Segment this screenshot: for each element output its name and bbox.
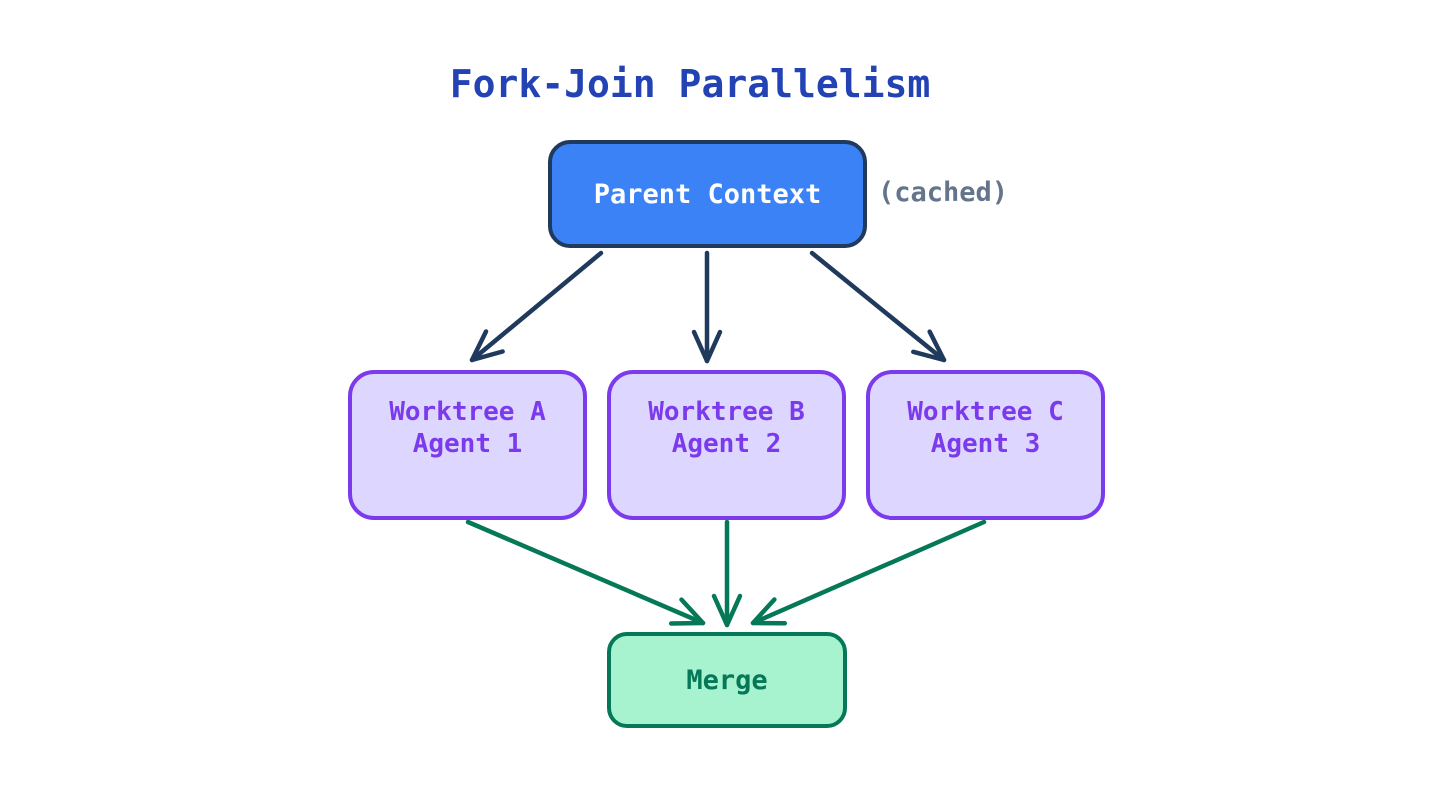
join-arrow-from-worktree-c bbox=[750, 519, 987, 626]
merge-label: Merge bbox=[686, 664, 768, 696]
worktree-c-label: Worktree C Agent 3 bbox=[907, 396, 1064, 460]
join-arrow-from-worktree-a bbox=[465, 519, 706, 626]
diagram-title: Fork-Join Parallelism bbox=[449, 62, 931, 106]
fork-arrow-to-worktree-c bbox=[809, 250, 947, 363]
fork-arrow-to-worktree-a bbox=[469, 250, 604, 363]
cached-annotation: (cached) bbox=[878, 176, 1009, 208]
node-worktree-b: Worktree B Agent 2 bbox=[607, 370, 846, 520]
node-worktree-a: Worktree A Agent 1 bbox=[348, 370, 587, 520]
worktree-a-line1: Worktree A bbox=[389, 397, 546, 427]
worktree-b-line2: Agent 2 bbox=[671, 429, 782, 459]
worktree-b-line1: Worktree B bbox=[648, 397, 805, 427]
node-parent-context: Parent Context bbox=[548, 140, 867, 248]
node-worktree-c: Worktree C Agent 3 bbox=[866, 370, 1105, 520]
worktree-b-label: Worktree B Agent 2 bbox=[648, 396, 805, 460]
worktree-a-line2: Agent 1 bbox=[412, 429, 523, 459]
node-merge: Merge bbox=[607, 632, 847, 728]
worktree-a-label: Worktree A Agent 1 bbox=[389, 396, 546, 460]
worktree-c-line1: Worktree C bbox=[907, 397, 1064, 427]
worktree-c-line2: Agent 3 bbox=[930, 429, 1041, 459]
parent-context-label: Parent Context bbox=[593, 178, 822, 210]
